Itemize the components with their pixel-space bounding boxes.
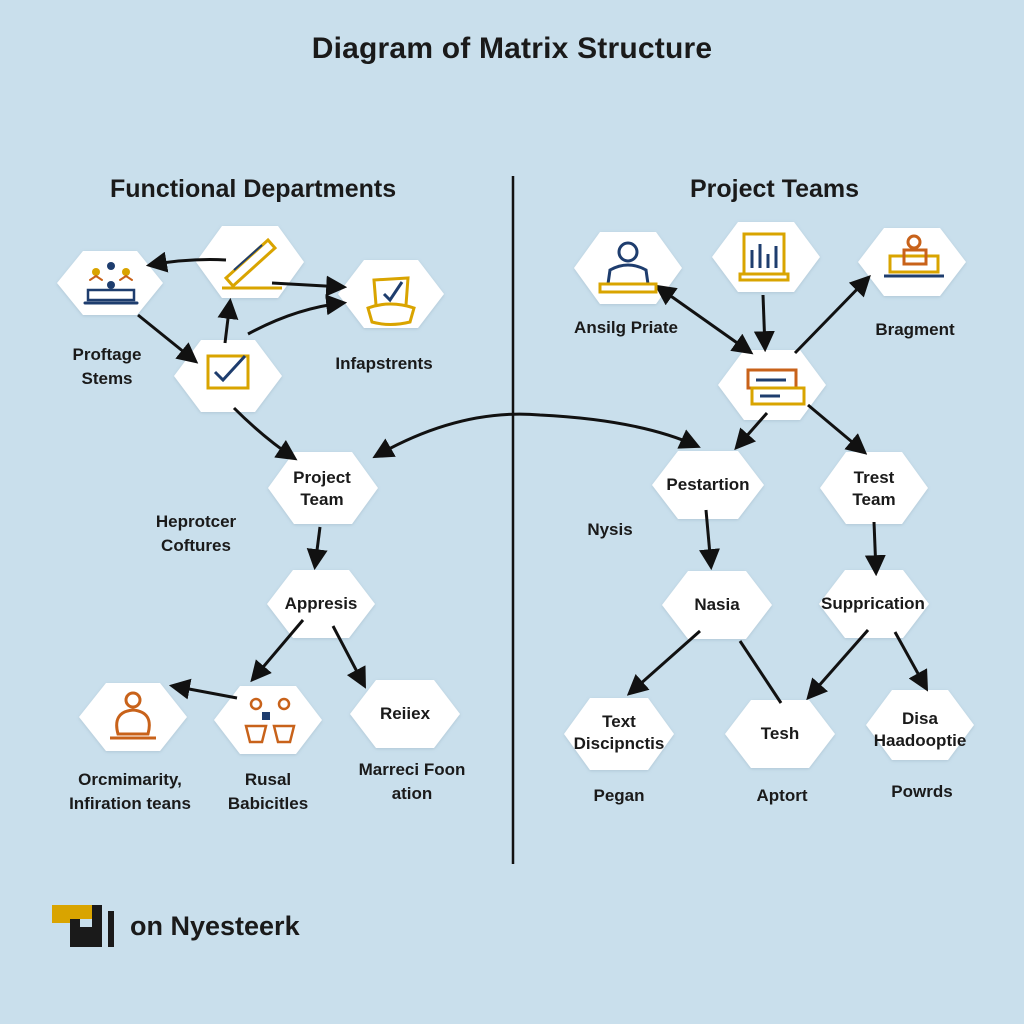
node-reiiex: Reiiex [379, 704, 431, 723]
arrow-r11 [893, 631, 929, 692]
hex-right-text [564, 698, 674, 770]
printer-icon [746, 368, 806, 406]
hex-right-supprication [819, 570, 929, 638]
arrow-l4 [137, 313, 199, 364]
arrow-r9 [738, 640, 783, 704]
arrow-l6 [232, 406, 298, 461]
hex-right-tesh [725, 700, 835, 768]
arrow-r7 [864, 521, 886, 577]
checklist-icon [206, 354, 250, 390]
certificate-icon [366, 276, 416, 326]
label-orcmimarity: Orcmimarity,Infiration teans [69, 770, 191, 813]
node-supprication: Supprication [821, 594, 925, 613]
node-appresis: Appresis [284, 594, 358, 613]
group-people-icon [244, 697, 296, 744]
hex-left-appresis [267, 570, 375, 638]
desk-worker-icon [884, 234, 944, 278]
node-tesh: Tesh [760, 724, 800, 743]
label-aptort: Aptort [756, 786, 808, 805]
arrow-l9 [331, 625, 366, 689]
hex-right-trest [820, 452, 928, 524]
hex-left-reiiex [350, 680, 460, 748]
arrow-r8 [626, 629, 701, 696]
arrow-r5 [807, 403, 868, 455]
hexagon-nodes [57, 222, 974, 770]
arrow-r2 [654, 284, 754, 355]
gear-team-icon [83, 262, 139, 305]
arrow-r6 [699, 509, 720, 571]
arrow-l7 [306, 526, 328, 571]
hex-right-center [718, 350, 826, 420]
node-pestartion: Pestartion [666, 475, 750, 494]
hex-right-pestartion [652, 451, 764, 519]
node-nasia: Nasia [694, 595, 740, 614]
label-pegan: Pegan [593, 786, 645, 805]
brand-name: on Nyesteerk [130, 910, 300, 941]
hex-right-nasia [662, 571, 772, 639]
user-monitor-icon [598, 241, 658, 294]
arrow-r1 [753, 294, 775, 353]
arrow-r10 [806, 629, 870, 701]
label-ansilg: Ansilg Priate [574, 318, 678, 337]
functional-departments-heading: Functional Departments [110, 175, 397, 203]
pencil-ruler-icon [222, 237, 282, 290]
brand-footer: on Nyesteerk [52, 905, 300, 947]
arrows [137, 251, 929, 704]
arrow-l3 [247, 294, 348, 336]
brand-logo-icon [52, 905, 114, 947]
diagram-title: Diagram of Matrix Structure [311, 32, 713, 65]
project-teams-heading: Project Teams [690, 175, 860, 203]
label-infapstrents: Infapstrents [335, 354, 433, 373]
label-bragment: Bragment [875, 320, 955, 339]
arrow-cross [372, 412, 701, 459]
hex-right-disa [866, 690, 974, 760]
hex-left-orc [79, 683, 187, 751]
hex-left-3 [338, 260, 444, 328]
arrow-l5 [217, 297, 239, 344]
hex-left-2 [196, 226, 304, 298]
label-nysis: Nysis [587, 520, 633, 539]
arrow-l1 [145, 251, 227, 273]
bar-chart-icon [738, 232, 790, 282]
arrow-r3 [793, 274, 871, 355]
arrow-r4 [734, 412, 769, 451]
arrow-l2 [271, 275, 348, 297]
arrow-l10 [168, 678, 238, 700]
hex-left-project-team [268, 452, 378, 524]
meditation-person-icon [110, 691, 156, 740]
hex-right-bragment [858, 228, 966, 296]
arrow-l8 [250, 619, 305, 683]
label-powrds: Powrds [891, 782, 953, 801]
